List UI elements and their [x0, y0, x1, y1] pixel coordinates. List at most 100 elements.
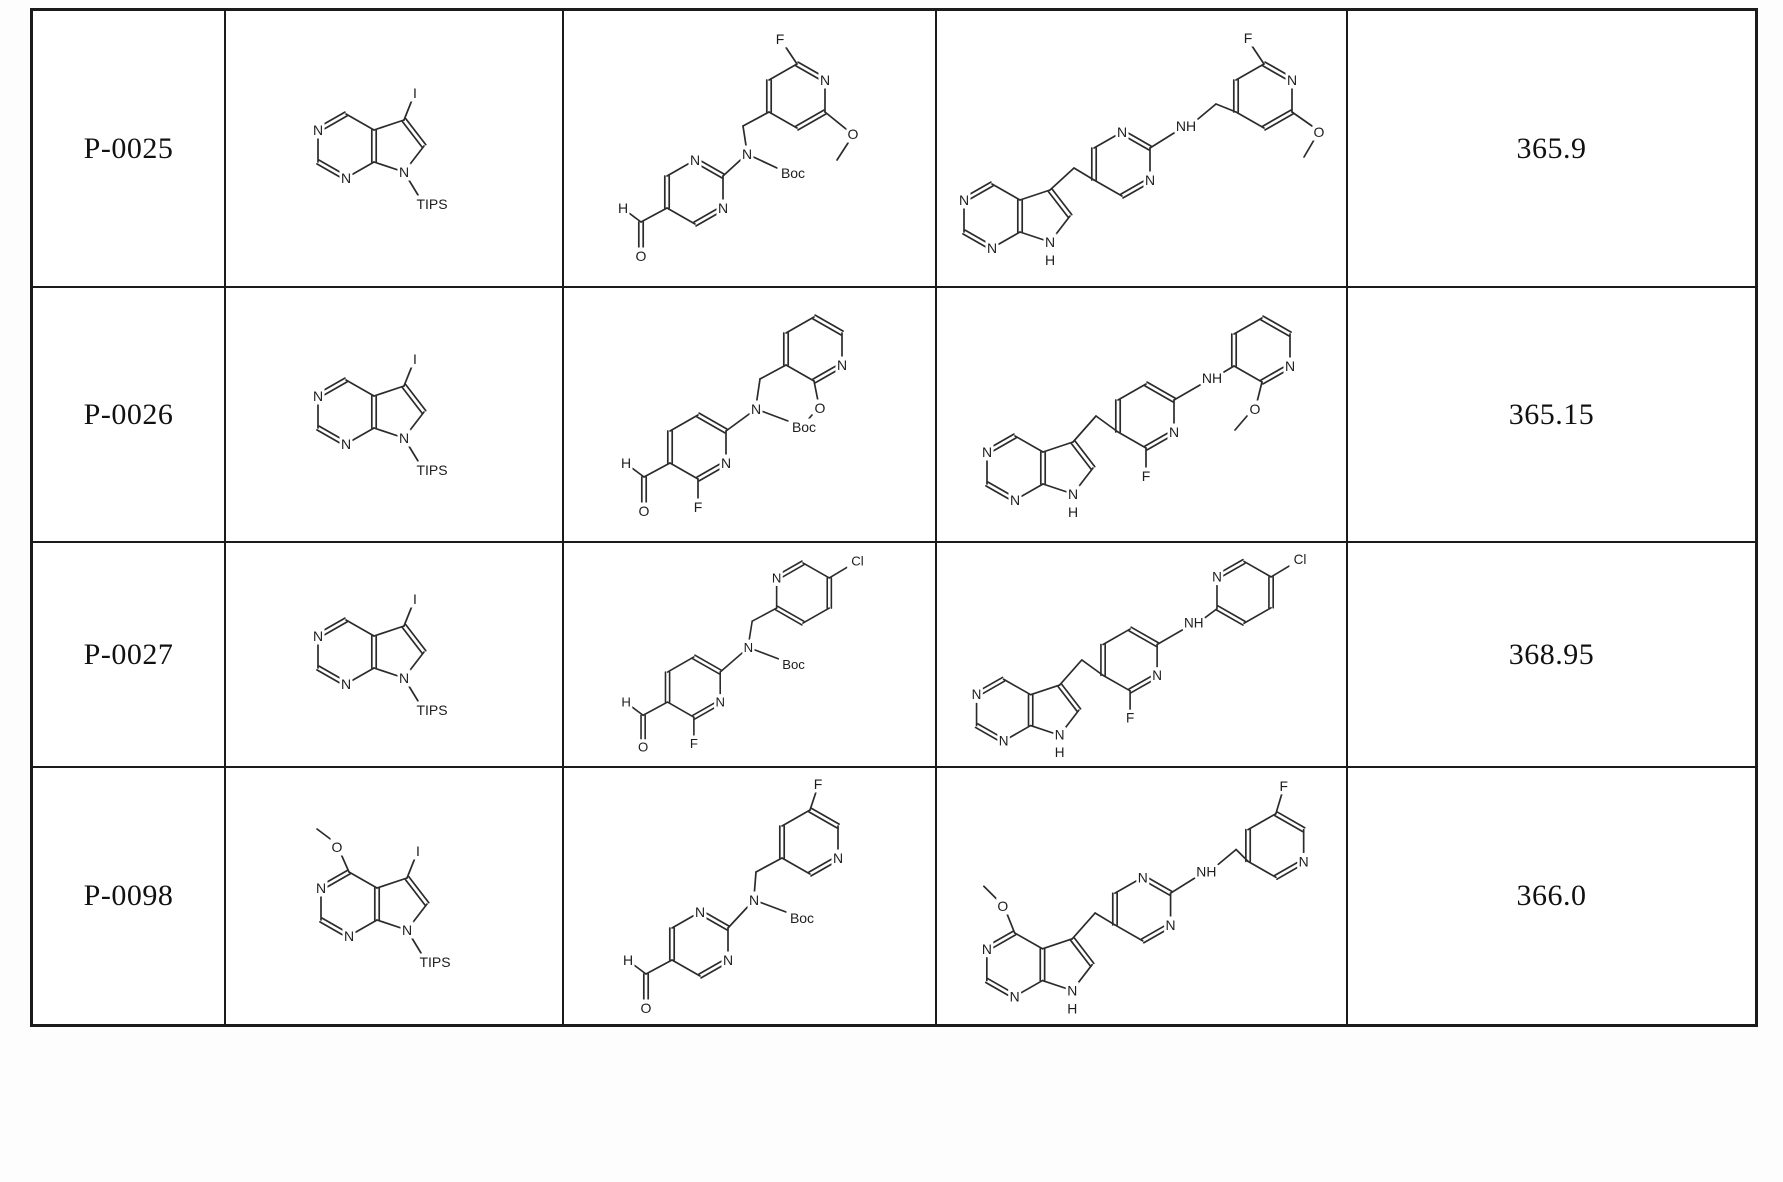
- svg-text:H: H: [622, 695, 632, 710]
- svg-text:O: O: [1250, 401, 1261, 417]
- mass-value: 366.0: [1516, 879, 1587, 912]
- svg-text:N: N: [1144, 172, 1154, 188]
- svg-text:N: N: [1212, 570, 1222, 585]
- svg-text:O: O: [815, 400, 826, 416]
- mass-value: 365.15: [1508, 397, 1595, 431]
- compound-id: P-0098: [83, 879, 174, 912]
- svg-text:N: N: [694, 904, 704, 920]
- svg-text:N: N: [744, 640, 754, 655]
- svg-text:N: N: [721, 455, 731, 471]
- compound-id-cell: P-0026: [33, 288, 226, 541]
- starting-material-structure: N N N I TIPS: [311, 84, 452, 213]
- svg-text:F: F: [1142, 468, 1151, 484]
- svg-text:N: N: [313, 122, 323, 138]
- svg-text:N: N: [837, 357, 847, 373]
- svg-text:N: N: [751, 401, 761, 417]
- svg-text:O: O: [638, 740, 648, 755]
- svg-text:Boc: Boc: [792, 419, 816, 435]
- svg-text:O: O: [635, 248, 646, 264]
- svg-text:N: N: [401, 922, 411, 938]
- svg-text:F: F: [690, 736, 698, 751]
- svg-text:O: O: [1313, 124, 1324, 140]
- svg-text:N: N: [972, 688, 982, 703]
- svg-text:N: N: [1286, 72, 1296, 88]
- compound-id-cell: P-0025: [33, 11, 226, 286]
- svg-text:N: N: [832, 850, 842, 866]
- svg-text:N: N: [1068, 486, 1078, 502]
- svg-text:H: H: [1068, 504, 1078, 520]
- compound-id: P-0026: [83, 397, 174, 431]
- svg-text:N: N: [819, 72, 829, 88]
- svg-text:N: N: [717, 200, 727, 216]
- svg-text:O: O: [997, 898, 1008, 914]
- svg-text:N: N: [1116, 124, 1126, 140]
- svg-text:Cl: Cl: [1293, 552, 1306, 567]
- svg-text:N: N: [741, 146, 751, 162]
- svg-text:NH: NH: [1175, 118, 1195, 134]
- svg-text:N: N: [343, 928, 353, 944]
- svg-text:F: F: [1243, 30, 1252, 46]
- svg-text:H: H: [1067, 1000, 1077, 1016]
- svg-text:N: N: [313, 628, 323, 644]
- svg-text:N: N: [1285, 358, 1295, 374]
- svg-text:O: O: [331, 839, 342, 855]
- svg-text:N: N: [772, 571, 782, 586]
- svg-text:N: N: [1298, 853, 1308, 869]
- svg-text:TIPS: TIPS: [416, 702, 447, 718]
- svg-text:O: O: [640, 1000, 651, 1016]
- svg-text:N: N: [341, 170, 351, 186]
- svg-text:N: N: [1044, 234, 1054, 250]
- mass-cell: 368.95: [1348, 543, 1755, 766]
- svg-text:TIPS: TIPS: [419, 954, 450, 970]
- svg-text:F: F: [775, 31, 784, 47]
- svg-text:O: O: [847, 126, 858, 142]
- svg-text:F: F: [1126, 711, 1134, 726]
- svg-text:TIPS: TIPS: [416, 196, 447, 212]
- svg-text:N: N: [399, 164, 409, 180]
- svg-text:N: N: [982, 941, 992, 957]
- svg-text:N: N: [1137, 869, 1147, 885]
- svg-text:N: N: [748, 892, 758, 908]
- svg-text:H: H: [617, 200, 627, 216]
- svg-text:I: I: [413, 591, 417, 607]
- svg-text:N: N: [1152, 668, 1162, 683]
- svg-text:NH: NH: [1202, 370, 1222, 386]
- svg-text:F: F: [813, 776, 822, 792]
- svg-text:Boc: Boc: [782, 657, 805, 672]
- svg-text:NH: NH: [1184, 616, 1203, 631]
- svg-text:I: I: [416, 843, 420, 859]
- svg-text:N: N: [999, 734, 1009, 749]
- svg-text:N: N: [1009, 988, 1019, 1004]
- svg-text:N: N: [1010, 492, 1020, 508]
- svg-text:I: I: [413, 85, 417, 101]
- svg-text:H: H: [622, 952, 632, 968]
- svg-text:N: N: [722, 952, 732, 968]
- svg-text:F: F: [694, 499, 703, 515]
- svg-text:N: N: [1165, 917, 1175, 933]
- svg-text:O: O: [639, 503, 650, 519]
- mass-value: 368.95: [1508, 637, 1595, 671]
- svg-text:Boc: Boc: [789, 910, 813, 926]
- compound-id-cell: P-0027: [33, 543, 226, 766]
- svg-text:H: H: [1044, 252, 1054, 268]
- svg-text:H: H: [1055, 745, 1065, 760]
